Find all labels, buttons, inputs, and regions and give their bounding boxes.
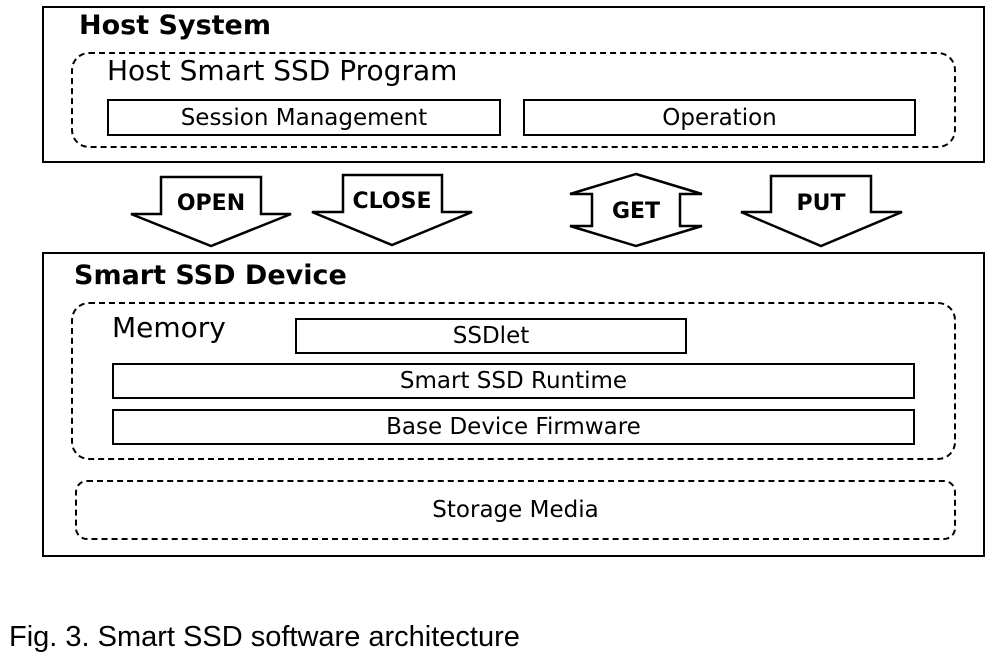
host-system-title: Host System: [79, 10, 271, 41]
get-arrow-label: GET: [612, 199, 660, 224]
memory-box: [71, 302, 956, 460]
host-system-box: [42, 6, 985, 163]
operation-box: Operation: [523, 99, 916, 136]
host-program-box: [71, 52, 956, 148]
ssdlet-box: SSDlet: [295, 318, 687, 354]
close-arrow: CLOSE: [311, 173, 473, 247]
smart-ssd-runtime-box: Smart SSD Runtime: [112, 363, 915, 399]
base-device-firmware-box: Base Device Firmware: [112, 409, 915, 445]
figure-caption: Fig. 3. Smart SSD software architecture: [9, 621, 520, 653]
open-arrow-label: OPEN: [177, 191, 245, 216]
put-arrow: PUT: [740, 174, 903, 248]
get-arrow: GET: [569, 172, 703, 248]
close-arrow-label: CLOSE: [353, 189, 432, 214]
put-arrow-label: PUT: [797, 191, 846, 216]
storage-media-box: Storage Media: [75, 480, 956, 540]
session-management-box: Session Management: [107, 99, 501, 136]
open-arrow: OPEN: [130, 175, 292, 248]
arrows-layer: OPEN CLOSE GET PUT: [130, 172, 903, 248]
memory-title: Memory: [112, 311, 226, 344]
smart-ssd-device-title: Smart SSD Device: [74, 260, 347, 291]
host-program-title: Host Smart SSD Program: [107, 54, 458, 87]
